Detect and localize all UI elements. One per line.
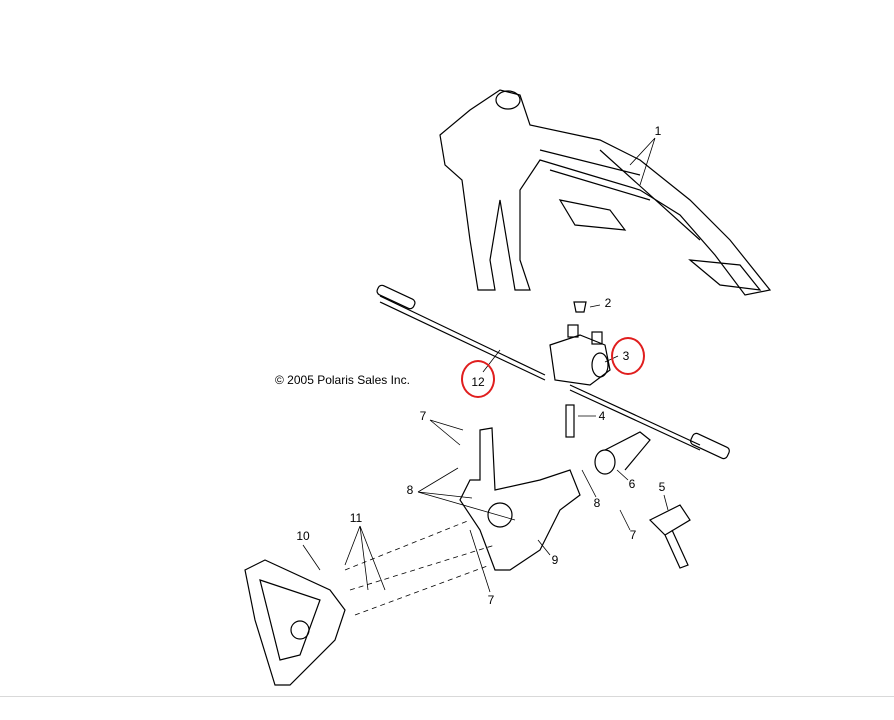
callout-7-right: 7 [629, 528, 637, 542]
callout-1: 1 [654, 124, 662, 138]
switch-part-3 [549, 324, 611, 386]
pin-part-4 [565, 404, 575, 438]
ignition-part-6 [594, 431, 651, 475]
divider [0, 696, 894, 697]
leader-lines [302, 137, 669, 616]
highlight-circle-12 [461, 360, 495, 398]
callout-8: 8 [406, 483, 414, 497]
cover-part-10 [244, 559, 346, 686]
screw-part-2 [573, 301, 587, 313]
frame-part-1 [439, 89, 772, 296]
parts-diagram [244, 89, 772, 686]
callout-4: 4 [598, 409, 606, 423]
callout-6: 6 [628, 477, 636, 491]
callout-9: 9 [551, 553, 559, 567]
key-part-5 [648, 504, 691, 569]
callout-5: 5 [658, 480, 666, 494]
highlight-circle-3 [611, 337, 645, 375]
callout-8-right: 8 [593, 496, 601, 510]
cable-part-12 [376, 284, 730, 460]
callout-2: 2 [604, 296, 612, 310]
callout-7-bottom: 7 [487, 593, 495, 607]
bracket-part-9 [459, 427, 581, 571]
callout-7: 7 [419, 409, 427, 423]
callout-11: 11 [349, 511, 363, 525]
copyright-text: © 2005 Polaris Sales Inc. [275, 373, 410, 387]
callout-10: 10 [296, 529, 310, 543]
